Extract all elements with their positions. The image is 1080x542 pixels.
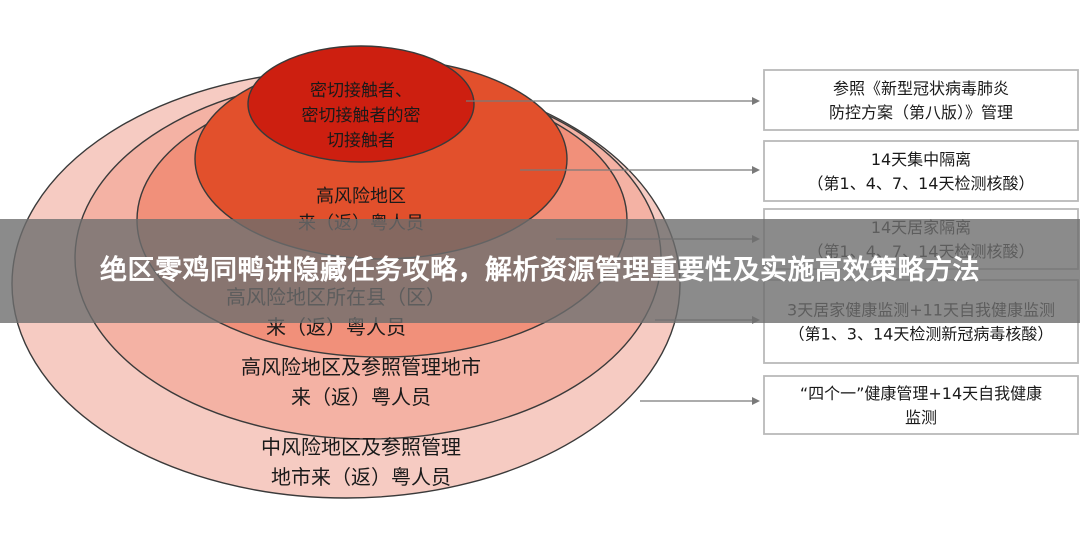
management-box-2 — [763, 140, 1079, 202]
arrow-head-icon — [752, 97, 760, 105]
management-box-5-text: “四个一”健康管理+14天自我健康监测 — [800, 384, 1042, 427]
risk-ring-1-label: 中风险地区及参照管理地市来（返）粤人员 — [261, 435, 461, 489]
title-banner: 绝区零鸡同鸭讲隐藏任务攻略，解析资源管理重要性及实施高效策略方法 — [0, 219, 1080, 323]
risk-ring-5-label: 密切接触者、密切接触者的密切接触者 — [302, 81, 421, 151]
arrow-head-icon — [752, 166, 760, 174]
management-box-1-text: 参照《新型冠状病毒肺炎防控方案（第八版）》管理 — [829, 79, 1013, 122]
arrow-head-icon — [752, 397, 760, 405]
risk-ring-2-label: 高风险地区及参照管理地市来（返）粤人员 — [241, 355, 481, 409]
management-box-2-text: 14天集中隔离（第1、4、7、14天检测核酸） — [808, 150, 1035, 193]
banner-title: 绝区零鸡同鸭讲隐藏任务攻略，解析资源管理重要性及实施高效策略方法 — [100, 255, 980, 286]
risk-ring-5 — [247, 45, 475, 163]
management-box-1 — [763, 69, 1079, 131]
management-box-5 — [763, 375, 1079, 435]
